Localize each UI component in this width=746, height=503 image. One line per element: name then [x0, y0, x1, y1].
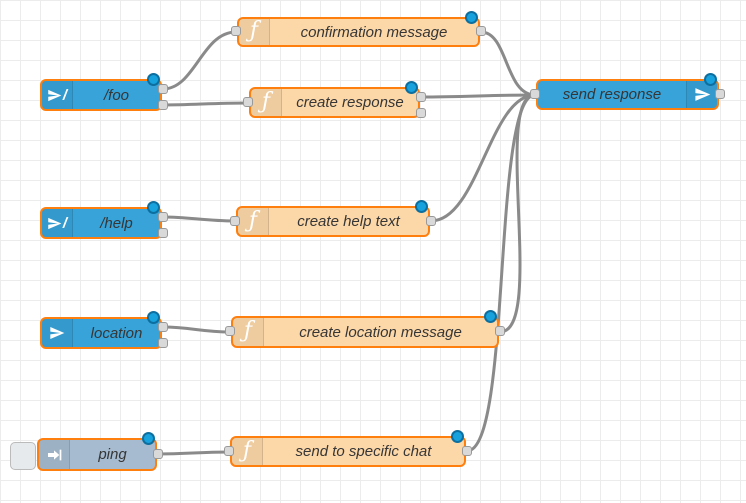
changed-indicator: [147, 73, 160, 86]
wire-create-help-text-to-send-response[interactable]: [429, 93, 537, 223]
function-icon: ƒ: [251, 89, 282, 116]
output-port-2[interactable]: [158, 338, 168, 348]
changed-indicator: [484, 310, 497, 323]
wire-send-to-specific-chat-to-send-response[interactable]: [465, 93, 537, 453]
function-icon: ƒ: [238, 208, 269, 235]
input-port[interactable]: [530, 88, 540, 99]
node-label: create help text: [297, 213, 400, 230]
output-port-2[interactable]: [158, 228, 168, 238]
output-port-2[interactable]: [158, 100, 168, 110]
input-port[interactable]: [225, 326, 235, 336]
node-send-response[interactable]: send response: [530, 73, 725, 110]
function-icon: ƒ: [233, 318, 264, 346]
changed-indicator: [704, 73, 717, 86]
input-port[interactable]: [243, 96, 253, 107]
node-label: ping: [98, 446, 127, 463]
function-icon: ƒ: [239, 19, 270, 45]
node-confirmation-message[interactable]: ƒ confirmation message: [231, 11, 486, 47]
output-port-1[interactable]: [715, 88, 725, 99]
inject-trigger-button[interactable]: [10, 442, 36, 470]
telegram-plane-slash-icon: /: [42, 81, 73, 109]
changed-indicator: [405, 81, 418, 94]
node-label: /foo: [103, 86, 130, 104]
wire-create-response-to-send-response[interactable]: [419, 93, 537, 99]
wire-location-to-create-location-message[interactable]: [161, 325, 232, 334]
input-port[interactable]: [231, 26, 241, 36]
changed-indicator: [142, 432, 155, 445]
node-help[interactable]: / /help: [40, 201, 168, 239]
changed-indicator: [147, 311, 160, 324]
output-port-1[interactable]: [158, 322, 168, 332]
wire-confirmation-message-to-send-response[interactable]: [479, 30, 537, 97]
inject-arrow-icon: [39, 440, 70, 469]
output-port-1[interactable]: [426, 215, 436, 226]
node-label: send response: [562, 86, 662, 103]
changed-indicator: [147, 201, 160, 214]
node-ping[interactable]: ping: [37, 432, 163, 471]
telegram-plane-slash-icon: /: [42, 209, 73, 237]
output-port-1[interactable]: [476, 26, 486, 36]
wire-foo-to-confirmation-message[interactable]: [161, 30, 238, 91]
output-port-1[interactable]: [153, 448, 163, 459]
node-label: create response: [296, 94, 404, 111]
input-port[interactable]: [224, 445, 234, 456]
wire-help-to-create-help-text[interactable]: [161, 215, 237, 223]
function-icon: ƒ: [232, 438, 263, 465]
output-port-1[interactable]: [158, 84, 168, 94]
node-label: create location message: [299, 323, 462, 341]
output-port-1[interactable]: [416, 92, 426, 102]
changed-indicator: [451, 430, 464, 443]
node-create-location-message[interactable]: ƒ create location message: [225, 310, 505, 348]
wire-ping-to-send-to-specific-chat[interactable]: [156, 450, 231, 456]
node-send-to-specific-chat[interactable]: ƒ send to specific chat: [224, 430, 472, 467]
output-port-1[interactable]: [462, 445, 472, 456]
node-label: send to specific chat: [295, 443, 432, 460]
input-port[interactable]: [230, 215, 240, 226]
telegram-plane-icon: [42, 319, 73, 347]
node-create-response[interactable]: ƒ create response: [243, 81, 426, 118]
changed-indicator: [465, 11, 478, 24]
node-label: location: [90, 324, 143, 342]
node-create-help-text[interactable]: ƒ create help text: [230, 200, 436, 237]
output-port-2[interactable]: [416, 108, 426, 118]
wire-foo-to-create-response[interactable]: [161, 101, 250, 107]
node-label: confirmation message: [300, 23, 448, 41]
node-foo[interactable]: / /foo: [40, 73, 168, 111]
node-location[interactable]: location: [40, 311, 168, 349]
changed-indicator: [415, 200, 428, 213]
output-port-1[interactable]: [495, 326, 505, 336]
node-label: /help: [100, 214, 133, 232]
output-port-1[interactable]: [158, 212, 168, 222]
